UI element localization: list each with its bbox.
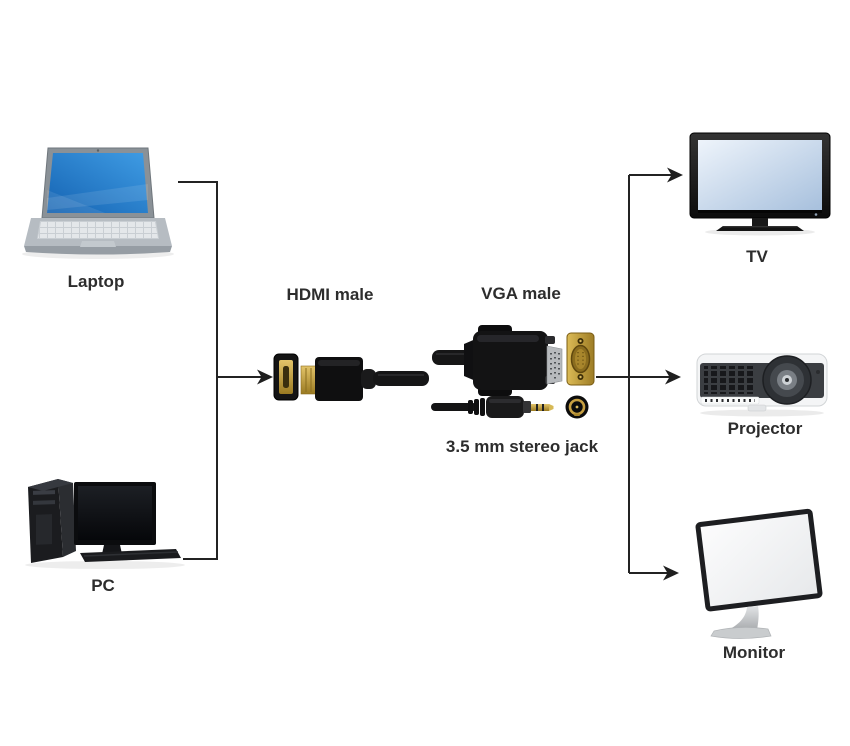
tv-illustration	[689, 132, 831, 236]
tv-label: TV	[746, 247, 768, 266]
hdmi-cable	[373, 371, 429, 386]
tv-arrowhead	[667, 167, 683, 183]
stereo-jack-label: 3.5 mm stereo jack	[445, 437, 599, 456]
monitor-label: Monitor	[722, 643, 786, 662]
connector-lines	[178, 174, 672, 574]
hdmi-male-plug	[300, 357, 429, 401]
projector-label: Projector	[727, 419, 803, 438]
hdmi-port-connector	[273, 353, 299, 401]
vga-male-label: VGA male	[481, 284, 561, 303]
hdmi-male-label: HDMI male	[286, 285, 374, 304]
monitor-arrowhead	[663, 565, 679, 581]
laptop-label: Laptop	[67, 272, 125, 291]
projector-vents	[704, 366, 756, 394]
jack-cable	[431, 403, 477, 411]
vga-male-plug	[432, 325, 563, 396]
laptop-keyboard	[38, 222, 158, 238]
laptop-screen	[47, 153, 148, 213]
projector-arrowhead	[665, 369, 681, 385]
stereo-jack-port	[565, 395, 589, 419]
pc-illustration	[25, 479, 185, 569]
laptop-illustration	[22, 147, 174, 259]
monitor-screen	[700, 513, 818, 607]
projector-illustration	[696, 353, 828, 417]
source-bus-line	[178, 181, 218, 560]
pc-label: PC	[91, 576, 115, 595]
monitor-illustration	[695, 508, 823, 639]
hdmi-arrowhead	[257, 369, 273, 385]
stereo-jack-plug	[431, 396, 554, 418]
arrowheads	[257, 167, 683, 581]
tv-screen	[698, 140, 822, 210]
vga-gold-adapter	[566, 332, 595, 386]
